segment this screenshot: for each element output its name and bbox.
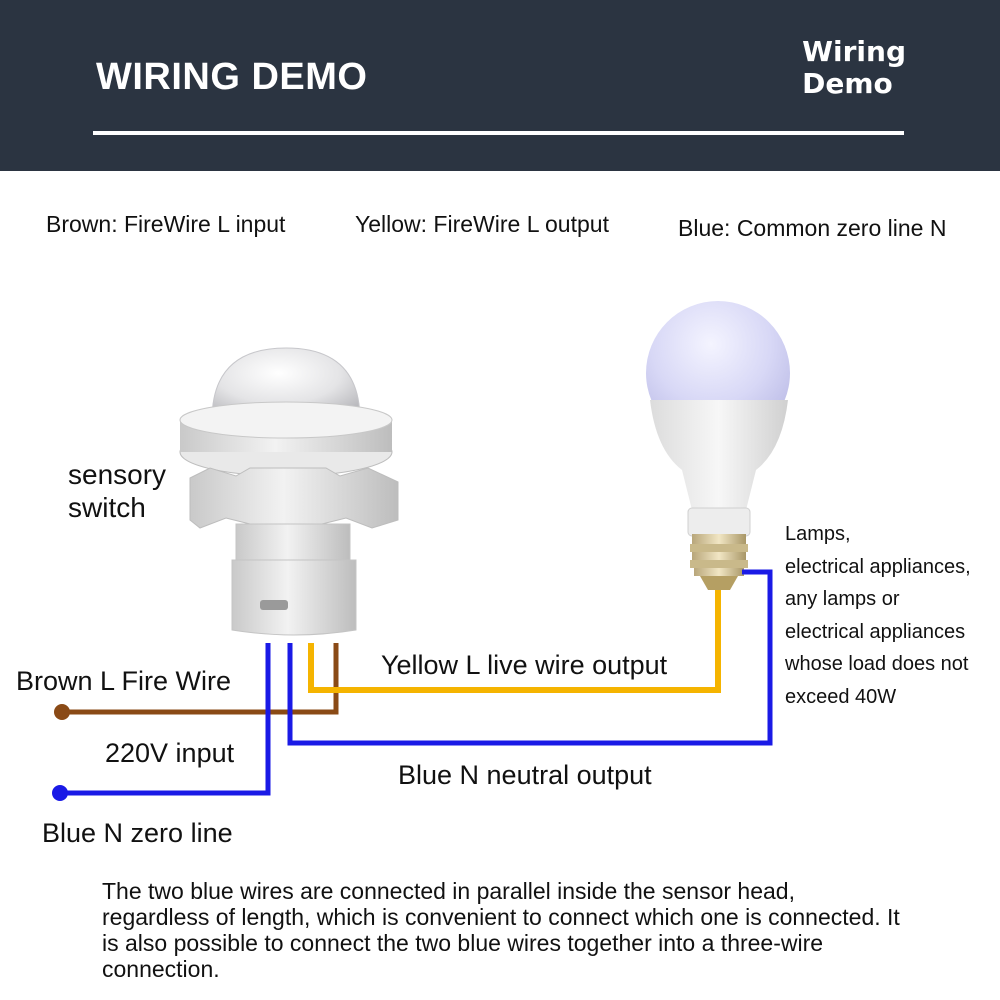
lamp-bulb-icon bbox=[646, 301, 790, 590]
header-divider bbox=[93, 131, 904, 135]
footer-note: The two blue wires are connected in para… bbox=[102, 878, 900, 982]
legend-blue: Blue: Common zero line N bbox=[678, 215, 947, 241]
lamp-note-line: electrical appliances bbox=[785, 620, 966, 643]
lamp-note-line: exceed 40W bbox=[785, 685, 897, 708]
sensor-switch-icon bbox=[179, 347, 399, 636]
lamp-note-line: electrical appliances, bbox=[785, 555, 971, 578]
blue-output-label: Blue N neutral output bbox=[398, 760, 652, 790]
yellow-wire bbox=[308, 590, 721, 693]
lamp-note-line: whose load does not bbox=[785, 653, 969, 675]
lamp-note-line: Lamps, bbox=[785, 523, 851, 545]
blue-output-wire bbox=[287, 569, 773, 746]
legend-brown: Brown: FireWire L input bbox=[46, 211, 286, 237]
lamp-note-line: any lamps or bbox=[785, 588, 900, 610]
blue-zero-label: Blue N zero line bbox=[42, 818, 233, 848]
page-title: WIRING DEMO bbox=[96, 56, 368, 98]
header-badge: Wiring Demo bbox=[802, 36, 906, 100]
header-banner: WIRING DEMO Wiring Demo bbox=[0, 0, 1000, 171]
header-badge-line2: Demo bbox=[802, 67, 893, 100]
sensor-label-line1: sensory bbox=[68, 459, 167, 490]
legend-yellow: Yellow: FireWire L output bbox=[355, 211, 609, 237]
yellow-output-label: Yellow L live wire output bbox=[381, 650, 668, 680]
brown-wire-label: Brown L Fire Wire bbox=[16, 666, 232, 696]
blue-input-wire bbox=[60, 643, 271, 796]
header-badge-line1: Wiring bbox=[802, 35, 906, 68]
blue-wire-terminal bbox=[52, 785, 68, 801]
lamp-note: Lamps, electrical appliances, any lamps … bbox=[785, 518, 971, 713]
sensor-label-line2: switch bbox=[68, 492, 146, 523]
input-voltage-label: 220V input bbox=[105, 738, 235, 768]
brown-wire-terminal bbox=[54, 704, 70, 720]
sensor-switch-label: sensory switch bbox=[68, 458, 166, 524]
brown-wire bbox=[62, 643, 339, 715]
